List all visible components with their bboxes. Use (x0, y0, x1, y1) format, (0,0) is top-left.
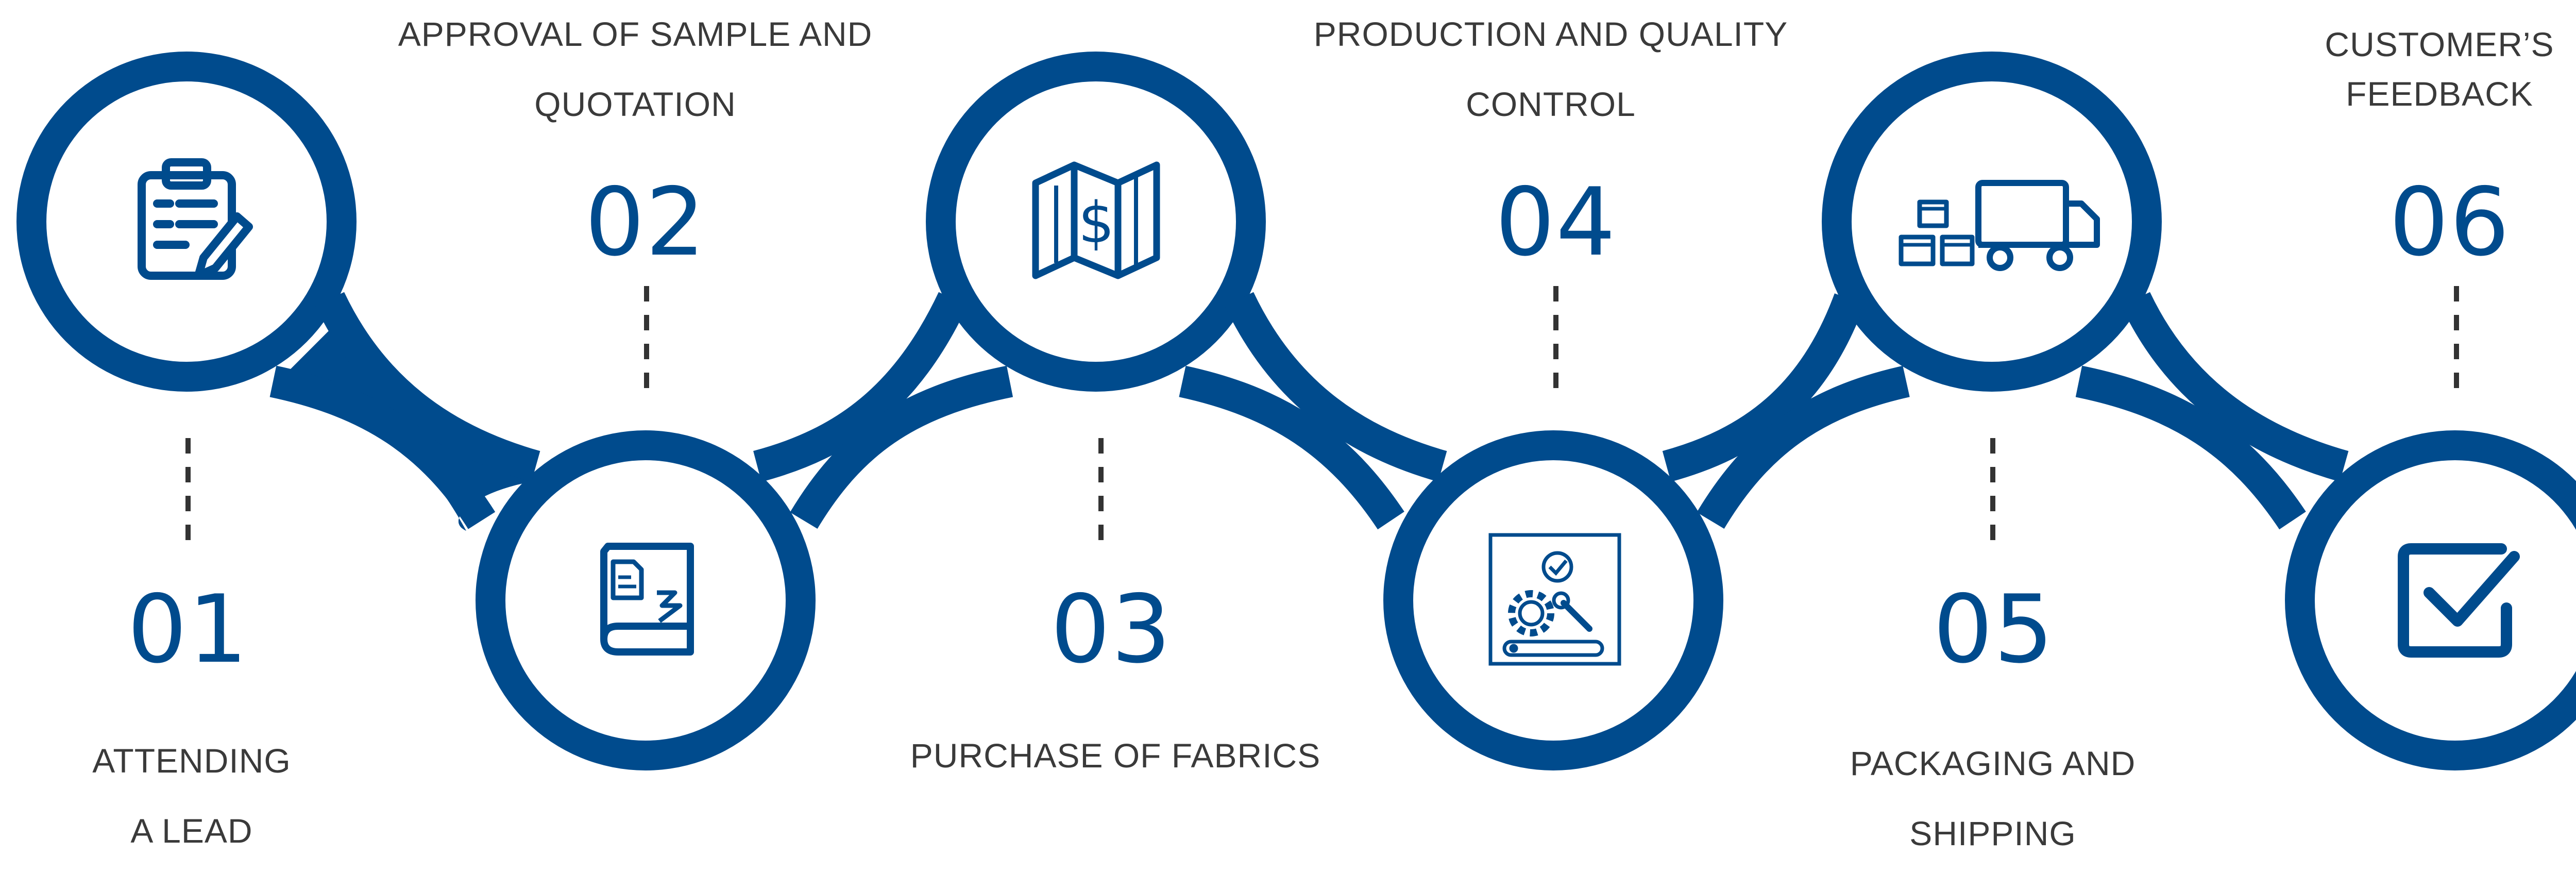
step-2-number: 02 (585, 167, 706, 277)
leader-lines (185, 286, 2459, 546)
checkbox-icon (2398, 543, 2520, 658)
step-2-caption: APPROVAL OF SAMPLE AND QUOTATION (398, 15, 873, 123)
wave-connectors (269, 292, 2349, 530)
step-4-caption: PRODUCTION AND QUALITY CONTROL (1313, 15, 1788, 123)
step-4-number: 04 (1495, 167, 1617, 277)
map-dollar-icon (1032, 161, 1160, 279)
catalog-book-icon (600, 543, 694, 656)
clipboard-icon (138, 158, 253, 280)
step-3-number: 03 (1050, 575, 1172, 684)
step-1-caption: ATTENDING A LEAD (92, 742, 291, 850)
step-5-caption: PACKAGING AND SHIPPING (1850, 744, 2136, 852)
step-6-caption: CUSTOMER’S FEEDBACK (2325, 25, 2554, 113)
step-6-number: 06 (2389, 167, 2511, 277)
delivery-truck-icon (1899, 180, 2100, 271)
step-5-number: 05 (1933, 575, 2055, 684)
step-3-caption: PURCHASE OF FABRICS (910, 736, 1321, 775)
production-settings-icon (1488, 533, 1621, 666)
step-1-number: 01 (127, 575, 249, 684)
map-dollar-sign: $ (1078, 190, 1114, 256)
